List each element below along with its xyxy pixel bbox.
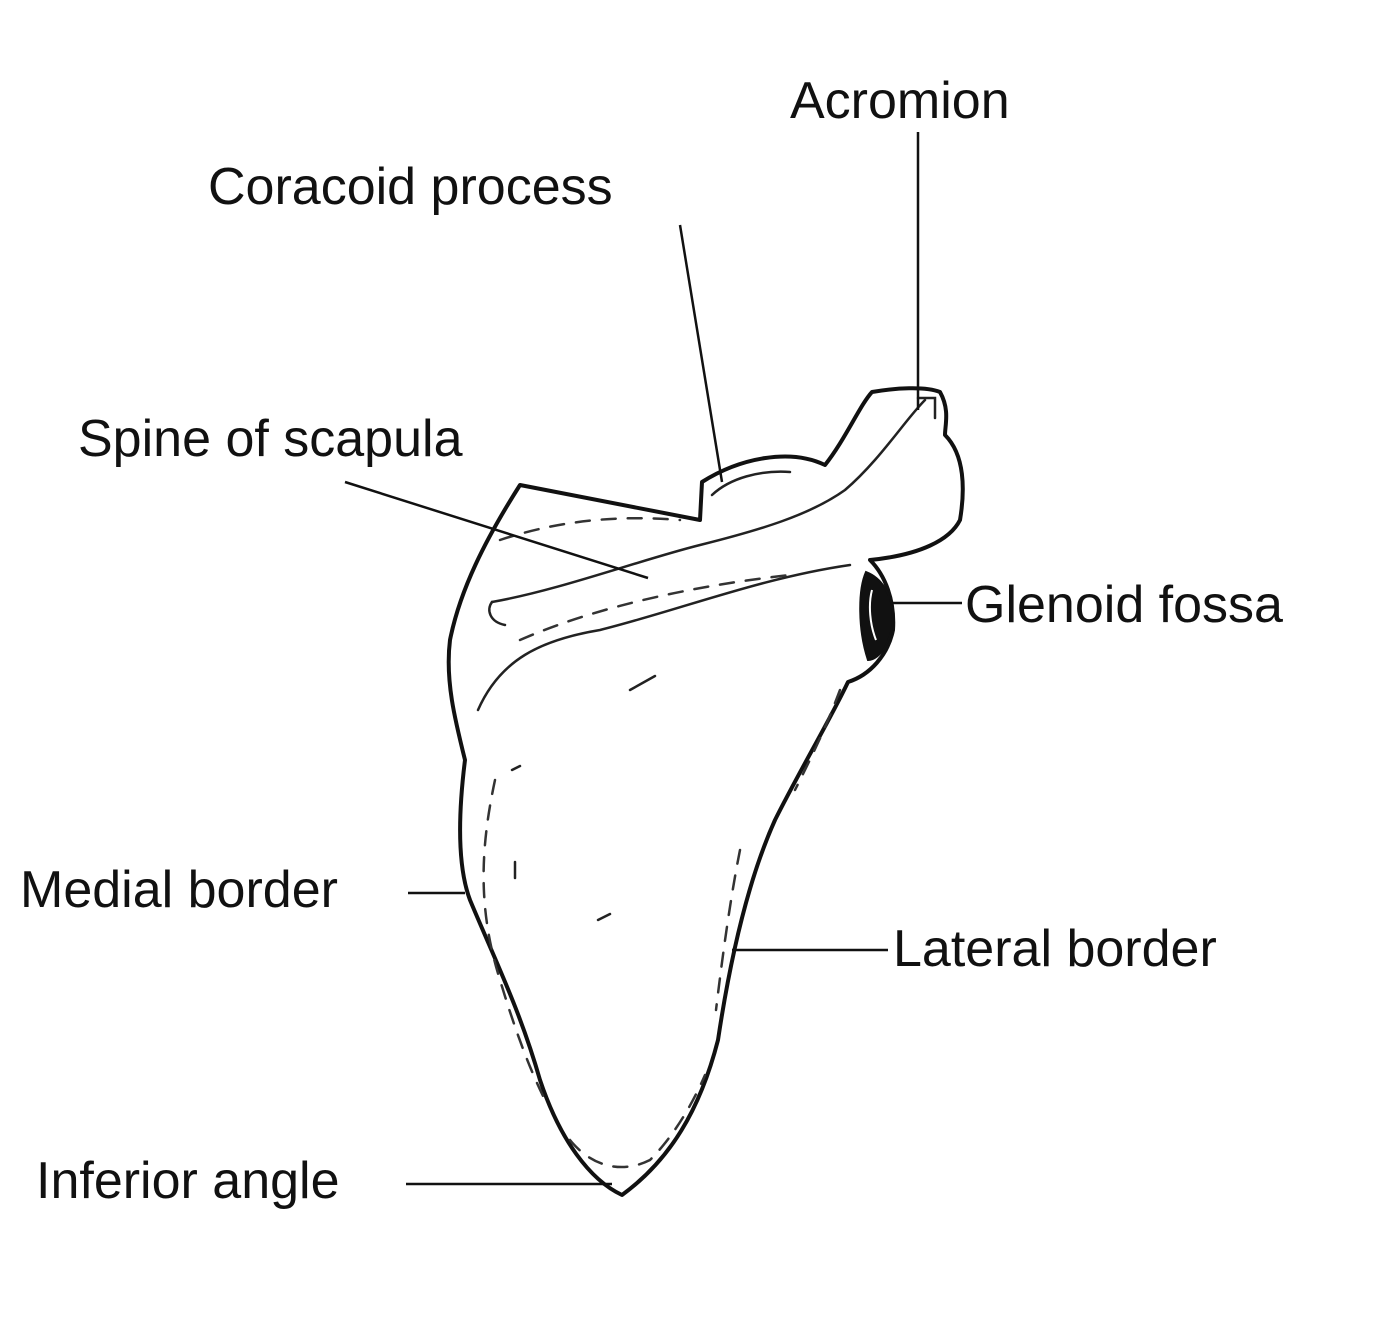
lateral-shading [714, 848, 742, 1012]
spine-upper-edge [490, 398, 927, 604]
inferior-shading [568, 1073, 707, 1169]
spine-leader [344, 480, 649, 580]
label-spine-of-scapula: Spine of scapula [78, 410, 463, 468]
fossa-mark-3 [510, 764, 522, 772]
surface-shading [482, 396, 937, 1169]
leader-lines [344, 132, 962, 1186]
label-acromion: Acromion [790, 72, 1010, 130]
acromion-notch [916, 396, 937, 420]
glenoid-neck-shading [793, 688, 842, 792]
spine-shading-1 [518, 573, 792, 642]
label-glenoid-fossa: Glenoid fossa [965, 576, 1283, 634]
spine-shading-2 [498, 516, 682, 542]
glenoid-fossa-fill [859, 570, 895, 662]
spine-ridge [476, 398, 927, 712]
fossa-mark-2 [596, 912, 612, 922]
glenoid-fossa-shape [859, 570, 895, 662]
spine-lower-edge [476, 563, 852, 712]
fossa-mark-1 [628, 674, 657, 692]
labels: Acromion Coracoid process Spine of scapu… [20, 72, 1283, 1210]
label-medial-border: Medial border [20, 861, 338, 919]
spine-medial-hook [488, 600, 507, 627]
scapula-outline [446, 386, 965, 1197]
glenoid-highlight [868, 589, 877, 641]
label-coracoid-process: Coracoid process [208, 158, 613, 216]
coracoid-leader [678, 224, 724, 483]
label-inferior-angle: Inferior angle [36, 1152, 340, 1210]
medial-shading [482, 778, 547, 1102]
scapula-body [446, 386, 965, 1197]
label-lateral-border: Lateral border [893, 920, 1217, 978]
coracoid-inner [710, 470, 792, 497]
